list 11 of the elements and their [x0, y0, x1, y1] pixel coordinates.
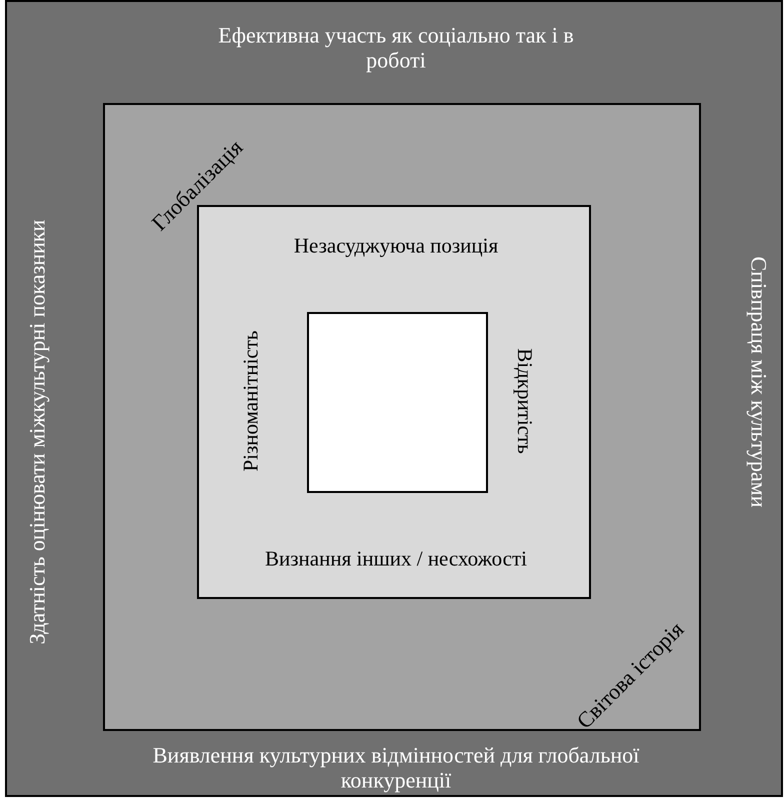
text-label: Відкритість — [512, 347, 538, 456]
text-label: Незасуджуюча позиція — [292, 232, 500, 260]
text-label: Здатність оцінювати міжкультурні показники — [24, 218, 50, 646]
text-label: Виявлення культурних відмінностей для глобальної конкуренції — [152, 742, 640, 794]
text-label: Ефективна участь як соціально так і в роботі — [217, 22, 575, 74]
outer-square — [5, 0, 783, 797]
middle-square — [103, 103, 701, 731]
text-label: Співпраця між культурами — [746, 256, 772, 510]
text-label: Різноманітність — [237, 330, 264, 474]
text-label: Визнання інших / несхожості — [264, 545, 528, 572]
center-square — [307, 312, 488, 493]
